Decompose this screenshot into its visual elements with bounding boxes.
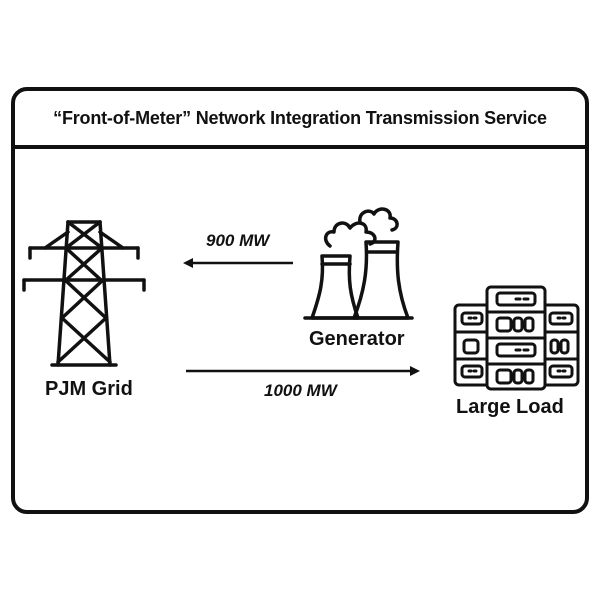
flow-label-1000: 1000 MW [264, 381, 337, 400]
generator-label: Generator [309, 328, 405, 350]
grid-label: PJM Grid [45, 378, 133, 400]
diagram-frame: “Front-of-Meter” Network Integration Tra… [11, 87, 589, 514]
flow-label-900: 900 MW [206, 231, 270, 250]
diagram-title: “Front-of-Meter” Network Integration Tra… [15, 91, 585, 149]
load-label: Large Load [456, 396, 564, 418]
